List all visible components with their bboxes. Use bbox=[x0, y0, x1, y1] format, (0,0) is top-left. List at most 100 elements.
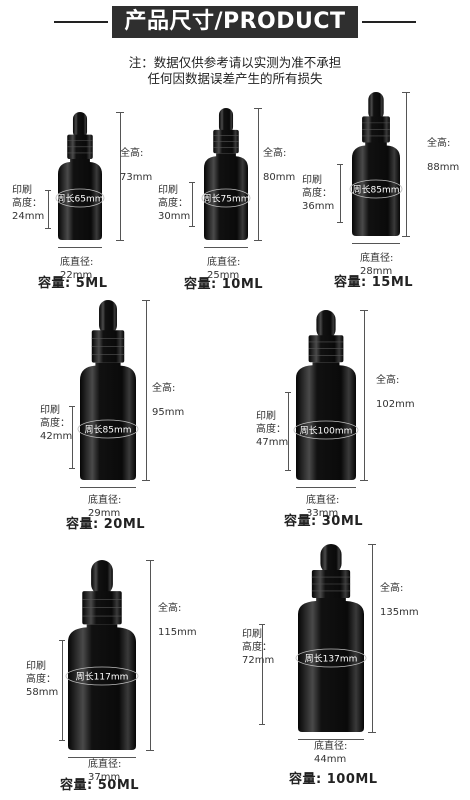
base-diameter-value: 29mm bbox=[88, 508, 121, 519]
print-height-dimension-line bbox=[48, 190, 49, 228]
print-tick-top bbox=[337, 164, 343, 165]
base-diameter-label: 底直径: bbox=[60, 257, 94, 268]
print-height-dimension-line bbox=[72, 406, 73, 468]
diameter-dimension-line bbox=[296, 487, 356, 488]
print-height-value: 42mm bbox=[40, 431, 73, 442]
print-height-label-2: 高度： bbox=[302, 188, 332, 199]
base-diameter-value: 22mm bbox=[60, 270, 93, 281]
base-diameter-label: 底直径: bbox=[314, 741, 348, 752]
print-height-label-2: 高度： bbox=[158, 198, 188, 209]
capacity-label: 容量: 10ML bbox=[184, 277, 264, 292]
height-dimension-line bbox=[146, 300, 147, 480]
total-height-label: 全高: bbox=[120, 148, 144, 159]
print-height-label-1: 印刷 bbox=[256, 411, 276, 422]
base-diameter-label: 底直径: bbox=[207, 257, 241, 268]
print-height-label-1: 印刷 bbox=[40, 405, 60, 416]
total-height-label: 全高: bbox=[152, 383, 176, 394]
base-diameter-value: 37mm bbox=[88, 772, 121, 783]
print-height-value: 47mm bbox=[256, 437, 289, 448]
circumference-label: 周长75mm bbox=[202, 194, 250, 205]
print-height-dimension-line bbox=[288, 392, 289, 470]
diameter-dimension-line bbox=[352, 243, 400, 244]
base-diameter-value: 44mm bbox=[314, 754, 347, 765]
circumference-label: 周长100mm bbox=[299, 426, 353, 437]
height-tick-bottom bbox=[146, 750, 154, 751]
height-tick-top bbox=[142, 300, 150, 301]
print-tick-top bbox=[45, 190, 51, 191]
capacity-label: 容量: 15ML bbox=[334, 275, 414, 290]
disclaimer-line-1: 注：数据仅供参考请以实测为准不承担 bbox=[128, 55, 342, 70]
height-dimension-line bbox=[372, 544, 373, 732]
circumference-label: 周长85mm bbox=[84, 425, 132, 436]
page-header: 产品尺寸/PRODUCT bbox=[0, 0, 470, 44]
print-tick-bottom bbox=[259, 724, 265, 725]
print-height-label-2: 高度： bbox=[26, 674, 56, 685]
total-height-label: 全高: bbox=[158, 603, 182, 614]
print-tick-bottom bbox=[59, 740, 65, 741]
height-dimension-line bbox=[150, 560, 151, 750]
capacity-label: 容量: 100ML bbox=[289, 772, 378, 787]
print-tick-bottom bbox=[69, 468, 75, 469]
print-tick-top bbox=[189, 182, 195, 183]
print-height-dimension-line bbox=[340, 164, 341, 222]
print-tick-top bbox=[259, 624, 265, 625]
base-diameter-label: 底直径: bbox=[88, 759, 122, 770]
height-tick-top bbox=[254, 108, 262, 109]
total-height-label: 全高: bbox=[380, 583, 404, 594]
print-tick-bottom bbox=[45, 228, 51, 229]
base-diameter-label: 底直径: bbox=[306, 495, 340, 506]
circumference-label: 周长85mm bbox=[352, 185, 400, 196]
total-height-value: 115mm bbox=[158, 627, 197, 638]
height-dimension-line bbox=[364, 310, 365, 480]
capacity-label: 容量: 30ML bbox=[284, 514, 364, 529]
print-height-label-2: 高度： bbox=[12, 198, 42, 209]
page-title: 产品尺寸/PRODUCT bbox=[112, 6, 358, 38]
print-height-dimension-line bbox=[62, 640, 63, 740]
print-height-label-1: 印刷 bbox=[12, 185, 32, 196]
print-tick-top bbox=[59, 640, 65, 641]
total-height-value: 73mm bbox=[120, 172, 153, 183]
print-height-value: 36mm bbox=[302, 201, 335, 212]
diameter-dimension-line bbox=[58, 247, 102, 248]
print-height-label-2: 高度： bbox=[242, 642, 272, 653]
print-tick-top bbox=[69, 406, 75, 407]
print-tick-top bbox=[285, 392, 291, 393]
height-tick-top bbox=[116, 112, 124, 113]
diameter-dimension-line bbox=[68, 757, 136, 758]
diameter-dimension-line bbox=[204, 247, 248, 248]
print-height-value: 30mm bbox=[158, 211, 191, 222]
total-height-label: 全高: bbox=[376, 375, 400, 386]
diameter-dimension-line bbox=[80, 487, 136, 488]
base-diameter-label: 底直径: bbox=[88, 495, 122, 506]
height-tick-bottom bbox=[360, 480, 368, 481]
height-tick-top bbox=[146, 560, 154, 561]
header-left-rule bbox=[54, 21, 108, 23]
print-tick-bottom bbox=[189, 226, 195, 227]
print-height-value: 58mm bbox=[26, 687, 59, 698]
print-height-label-2: 高度： bbox=[40, 418, 70, 429]
print-height-label-1: 印刷 bbox=[158, 185, 178, 196]
header-right-rule bbox=[362, 21, 416, 23]
base-diameter-value: 25mm bbox=[207, 270, 240, 281]
height-tick-bottom bbox=[402, 236, 410, 237]
height-tick-bottom bbox=[254, 240, 262, 241]
circumference-label: 周长137mm bbox=[304, 654, 358, 665]
circumference-label: 周长117mm bbox=[75, 672, 129, 683]
height-tick-bottom bbox=[142, 480, 150, 481]
base-diameter-label: 底直径: bbox=[360, 253, 394, 264]
height-tick-bottom bbox=[368, 732, 376, 733]
print-tick-bottom bbox=[285, 470, 291, 471]
capacity-label: 容量: 5ML bbox=[38, 276, 108, 291]
circumference-label: 周长65mm bbox=[56, 194, 104, 205]
total-height-value: 135mm bbox=[380, 607, 419, 618]
total-height-label: 全高: bbox=[427, 138, 451, 149]
total-height-label: 全高: bbox=[263, 148, 287, 159]
total-height-value: 88mm bbox=[427, 162, 460, 173]
